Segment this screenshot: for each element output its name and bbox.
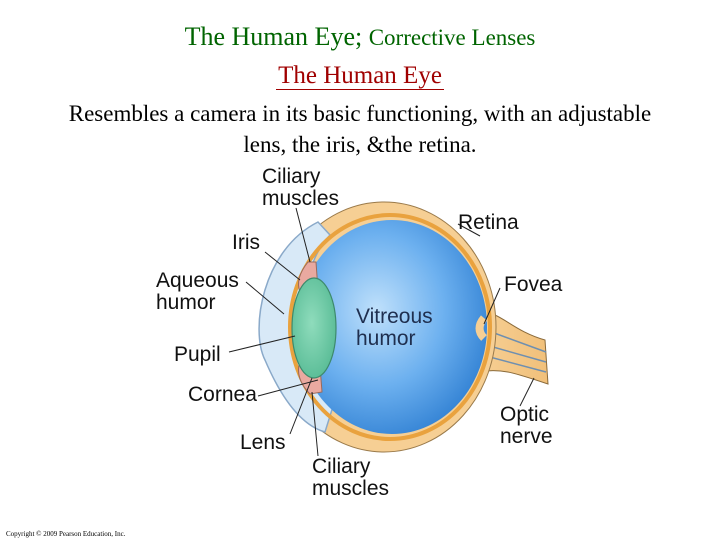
label-lens: Lens [240, 431, 286, 454]
label-optic-nerve: Optic nerve [500, 404, 570, 448]
subtitle-text: The Human Eye [276, 62, 444, 90]
label-vitreous-humor-text: Vitreous humor [356, 305, 433, 350]
slide-subtitle: The Human Eye [0, 62, 720, 90]
title-rest: Corrective Lenses [368, 25, 536, 50]
label-aqueous-humor: Aqueous humor [156, 270, 246, 314]
eye-illustration [228, 201, 549, 457]
label-ciliary-muscles-top-text: Ciliary muscles [262, 165, 340, 210]
title-main: The Human Eye; [184, 22, 363, 51]
label-cornea: Cornea [188, 383, 257, 406]
label-ciliary-muscles-top: Ciliary muscles [262, 166, 352, 210]
label-iris: Iris [232, 231, 260, 254]
label-retina: Retina [458, 211, 519, 234]
slide-title: The Human Eye; Corrective Lenses [0, 22, 720, 52]
copyright-notice: Copyright © 2009 Pearson Education, Inc. [6, 530, 126, 538]
label-pupil: Pupil [174, 343, 221, 366]
description-text: Resembles a camera in its basic function… [68, 101, 652, 157]
leader-lines [228, 207, 535, 457]
eye-diagram: Ciliary muscles Retina Iris Aqueous humo… [0, 160, 720, 520]
label-optic-nerve-text: Optic nerve [500, 403, 553, 448]
lens-shape [291, 277, 337, 379]
label-fovea: Fovea [504, 273, 563, 296]
vitreous-body [297, 220, 487, 434]
label-aqueous-humor-text: Aqueous humor [156, 269, 239, 314]
label-ciliary-muscles-bottom: Ciliary muscles [312, 456, 402, 500]
label-vitreous-humor: Vitreous humor [356, 306, 446, 350]
label-ciliary-muscles-bottom-text: Ciliary muscles [312, 455, 390, 500]
